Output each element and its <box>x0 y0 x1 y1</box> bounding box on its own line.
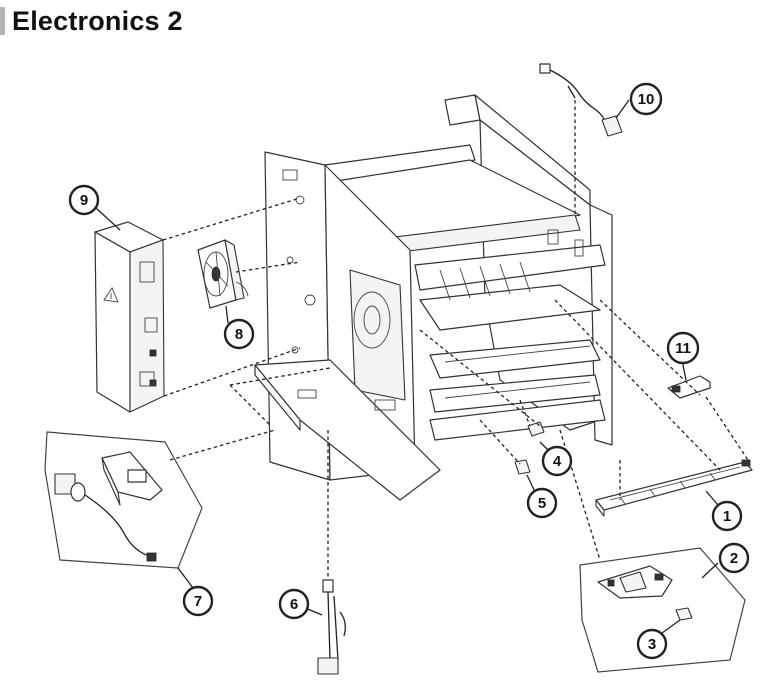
title-accent-bar <box>0 7 5 35</box>
callout-7: 7 <box>182 585 214 617</box>
callout-1: 1 <box>711 500 743 532</box>
callout-8: 8 <box>223 318 255 350</box>
callout-10-label: 10 <box>638 91 655 108</box>
leader-lines <box>162 100 749 580</box>
callout-8-label: 8 <box>235 326 243 343</box>
part-10-cable-connector <box>539 63 623 137</box>
part-3-sensor <box>675 607 693 621</box>
part-4-sensor <box>527 421 545 437</box>
part-8-cooling-fan <box>197 239 249 309</box>
callout-2: 2 <box>718 542 750 574</box>
callout-1-label: 1 <box>723 508 731 525</box>
callout-7-label: 7 <box>194 593 202 610</box>
printer-frame-chassis <box>254 94 613 501</box>
callout-5-label: 5 <box>538 495 546 512</box>
callout-3: 3 <box>636 628 668 660</box>
page-title: Electronics 2 <box>12 5 183 36</box>
callout-10: 10 <box>629 82 663 116</box>
part-5-sensor <box>514 459 531 475</box>
part-2-sensor-kit <box>579 547 746 673</box>
callout-11: 11 <box>666 331 700 365</box>
callout-6-label: 6 <box>290 596 298 613</box>
part-6-cable-harness <box>317 579 346 675</box>
callout-2-label: 2 <box>730 550 738 567</box>
callout-4-label: 4 <box>553 453 562 470</box>
callout-4: 4 <box>541 445 573 477</box>
callout-5: 5 <box>526 487 558 519</box>
callout-6: 6 <box>278 588 310 620</box>
part-7-sensor-kit <box>44 431 203 569</box>
callout-9: 9 <box>68 184 100 216</box>
part-11-bracket <box>667 375 711 399</box>
callout-9-label: 9 <box>80 192 88 209</box>
callout-11-label: 11 <box>675 340 691 357</box>
page-title-bar: Electronics 2 <box>0 6 183 36</box>
part-9-power-supply <box>94 221 165 413</box>
callout-3-label: 3 <box>648 636 656 653</box>
part-1-rail-assembly <box>595 459 753 517</box>
